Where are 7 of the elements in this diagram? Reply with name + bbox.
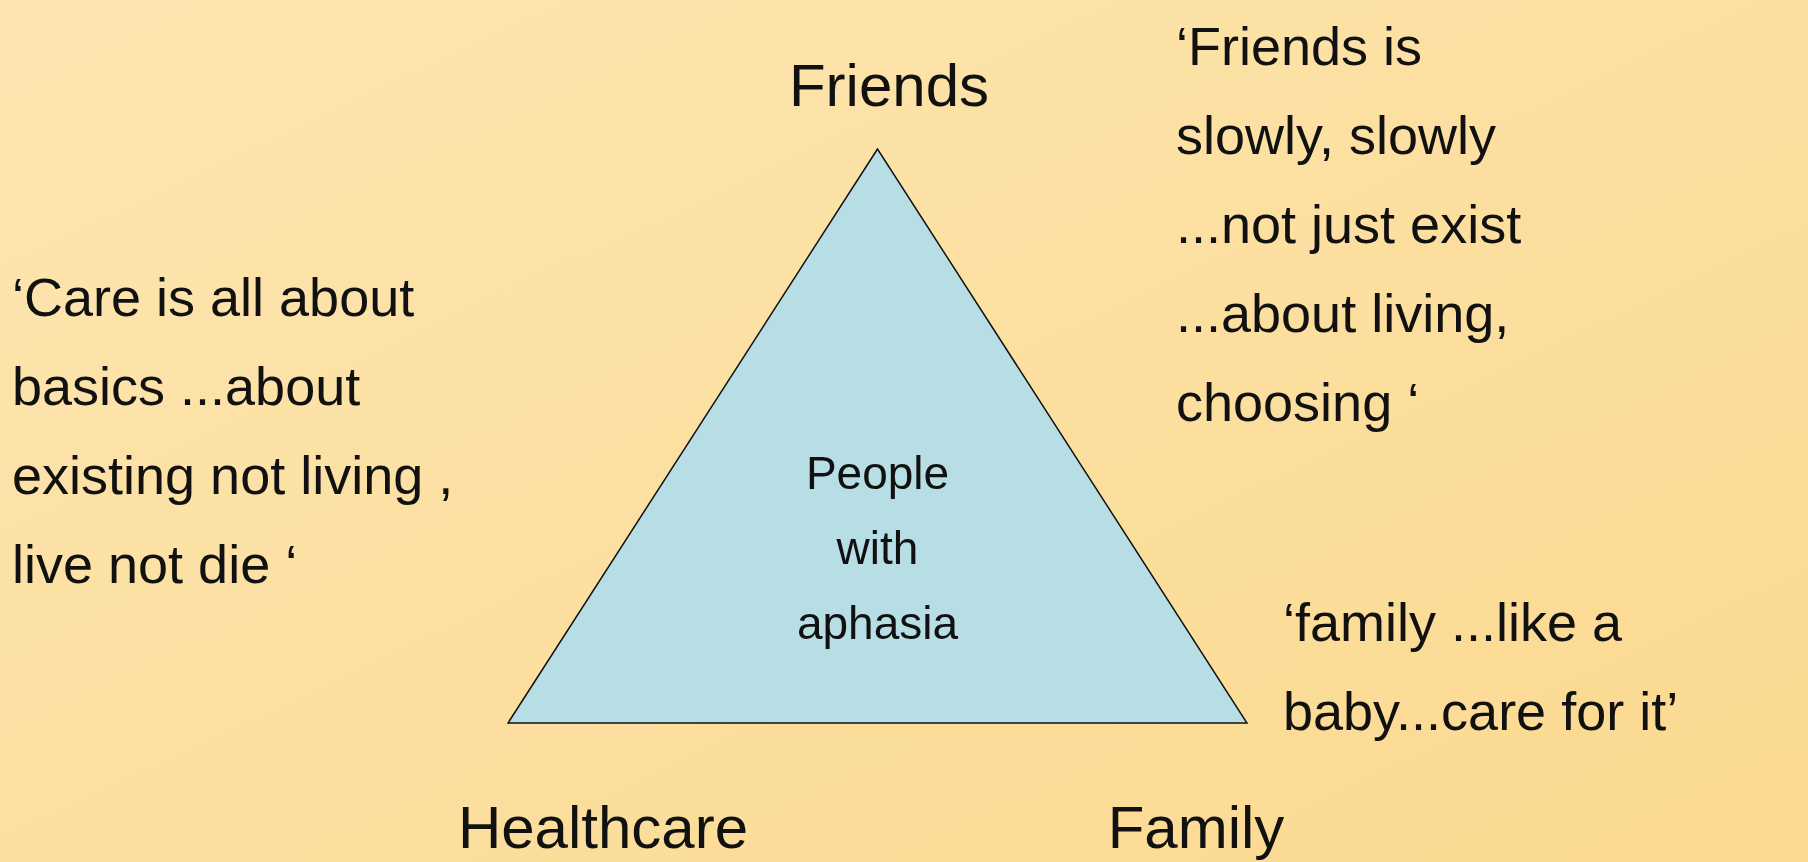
- center-label: People with aphasia: [795, 446, 960, 651]
- quote-text: ‘Friends is slowly, slowly ...not just exist ...about living, choosing ‘: [1176, 15, 1523, 434]
- corner-label: Friends: [787, 55, 991, 117]
- corner-label: Family: [1106, 797, 1286, 859]
- quote-text: ‘Care is all about basics ...about existing not living , live not die ‘: [12, 266, 455, 596]
- quote-text: ‘family ...like a baby...care for it’: [1283, 591, 1680, 743]
- corner-label: Healthcare: [456, 797, 750, 859]
